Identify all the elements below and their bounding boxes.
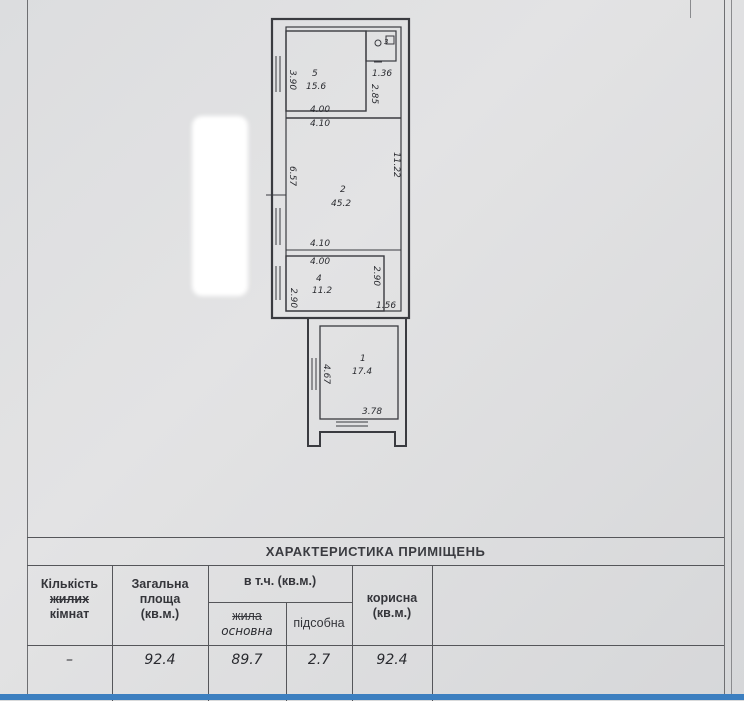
header-total-area-line3: (кв.м.) — [140, 607, 180, 621]
header-including: в т.ч. (кв.м.) — [243, 574, 317, 588]
room-2-dim-c: 4.10 — [310, 239, 330, 249]
value-room-count: – — [66, 652, 73, 668]
room-4-walls — [285, 255, 385, 312]
header-room-count-line3: кімнат — [49, 607, 90, 621]
room-5-walls — [285, 30, 367, 112]
table-rule — [208, 602, 352, 603]
sink-fixture-icon — [385, 35, 395, 45]
header-main-handwritten: основна — [221, 624, 273, 638]
toilet-fixture-icon — [374, 39, 382, 47]
header-aux: підсобна — [293, 616, 345, 630]
table-title: ХАРАКТЕРИСТИКА ПРИМІЩЕНЬ — [265, 544, 486, 559]
frame-tick — [690, 0, 691, 18]
room-4-dim-c: 2.90 — [371, 266, 381, 286]
redacted-area — [192, 116, 248, 296]
room-3-number: 3 — [384, 38, 388, 46]
header-main-struck: жила — [208, 609, 286, 624]
header-room-count: Кількість жилих кімнат — [27, 577, 112, 622]
bottom-edge — [0, 694, 744, 700]
header-total-area-line1: Загальна — [131, 577, 189, 591]
header-total-area-line2: площа — [139, 592, 181, 606]
table-col-divider — [208, 565, 209, 701]
room-1-area: 17.4 — [352, 367, 372, 377]
room-5-number: 5 — [312, 69, 318, 79]
room-3-dim-a: 2.85 — [369, 84, 379, 104]
frame-border-left — [27, 0, 28, 700]
room-5-dim-b: 4.00 — [310, 105, 330, 115]
door-marks — [374, 61, 392, 319]
room-2-area: 45.2 — [331, 199, 351, 209]
room-5-dim-a: 3.90 — [287, 70, 297, 90]
header-useful: корисна (кв.м.) — [352, 591, 432, 621]
header-useful-line1: корисна — [366, 591, 418, 605]
room-1-walls — [319, 325, 399, 420]
room-3-walls — [365, 30, 397, 62]
table-col-divider — [432, 565, 433, 701]
header-total-area: Загальна площа (кв.м.) — [112, 577, 208, 622]
room-3-dim-b: 1.36 — [372, 69, 392, 79]
value-main-area: 89.7 — [231, 652, 263, 668]
room-4-dim-a: 4.00 — [310, 257, 330, 267]
table-col-divider — [286, 602, 287, 701]
floor-plan: 5 15.6 3.90 4.00 4.10 3 2.85 1.36 2 45.2… — [192, 17, 411, 447]
value-aux-area: 2.7 — [307, 652, 331, 668]
header-room-count-line2: жилих — [49, 592, 90, 606]
value-useful-area: 92.4 — [376, 652, 408, 668]
header-room-count-line1: Кількість — [40, 577, 99, 591]
room-2-dim-a: 6.57 — [287, 166, 297, 186]
room-5-area: 15.6 — [306, 82, 326, 92]
room-4-dim-b: 2.90 — [288, 288, 298, 308]
premises-characteristics-table: ХАРАКТЕРИСТИКА ПРИМІЩЕНЬ Кількість жилих… — [27, 537, 724, 701]
room-2-dim-b: 11.22 — [391, 152, 401, 178]
extra-dim: 1.56 — [376, 301, 396, 311]
table-rule — [27, 565, 724, 566]
frame-border-right — [724, 0, 725, 700]
room-1-dim-b: 3.78 — [362, 407, 382, 417]
frame-border-right-outer — [731, 0, 732, 700]
room-2-number: 2 — [340, 185, 346, 195]
header-useful-line2: (кв.м.) — [372, 606, 412, 620]
windows — [266, 56, 368, 427]
lower-block-outer-wall — [307, 318, 407, 447]
room-1-dim-a: 4.67 — [321, 364, 331, 384]
room-1-number: 1 — [360, 354, 366, 364]
header-main-struck-text: жила — [232, 609, 262, 623]
room-4-area: 11.2 — [312, 286, 332, 296]
room-4-number: 4 — [316, 274, 322, 284]
table-rule — [27, 645, 724, 646]
value-total-area: 92.4 — [144, 652, 176, 668]
upper-block-outer-wall — [270, 17, 411, 320]
room-5-dim-c: 4.10 — [310, 119, 330, 129]
table-col-divider — [352, 565, 353, 701]
table-col-divider — [112, 565, 113, 701]
floor-plan-drawing: 5 15.6 3.90 4.00 4.10 3 2.85 1.36 2 45.2… — [266, 17, 411, 447]
